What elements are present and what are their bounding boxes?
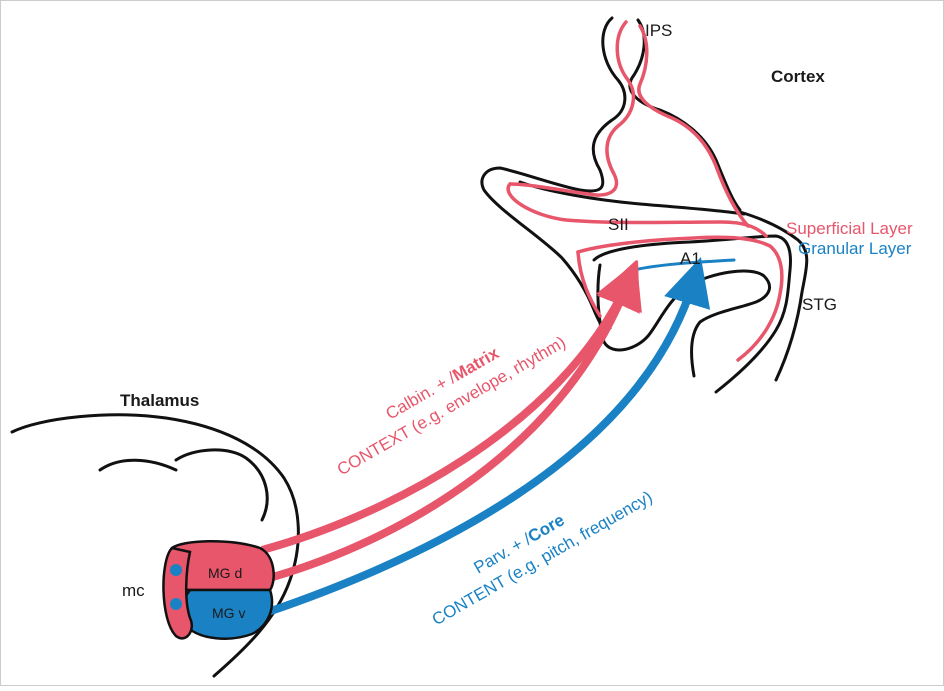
thalamus-inner-arc-2	[176, 450, 267, 520]
legend-superficial: Superficial Layer	[786, 219, 913, 238]
core-label-line2: CONTENT (e.g. pitch, frequency)	[429, 487, 656, 629]
thalamus-label: Thalamus	[120, 391, 199, 410]
mgb-nuclei	[163, 541, 273, 638]
mgd-label: MG d	[208, 565, 242, 581]
sii-inner-line	[520, 182, 744, 214]
ips-label: IPS	[645, 21, 672, 40]
mgv-label: MG v	[212, 605, 245, 621]
stg-label: STG	[802, 295, 837, 314]
ips-sulcus-left-wall	[593, 18, 625, 170]
mc-dot-upper	[170, 564, 182, 576]
sii-label: SII	[608, 215, 629, 234]
matrix-pathway-labels: Calbin. + /Matrix CONTEXT (e.g. envelope…	[322, 312, 569, 479]
legend-granular: Granular Layer	[798, 239, 912, 258]
mc-label: mc	[122, 581, 145, 600]
a1-label: A1	[680, 249, 701, 268]
cortex-label: Cortex	[771, 67, 825, 86]
thalamus-inner-arc-1	[100, 460, 176, 470]
mc-dot-lower	[170, 598, 182, 610]
superficial-layer-upper	[510, 22, 633, 195]
a1-inner-fold	[598, 265, 770, 376]
